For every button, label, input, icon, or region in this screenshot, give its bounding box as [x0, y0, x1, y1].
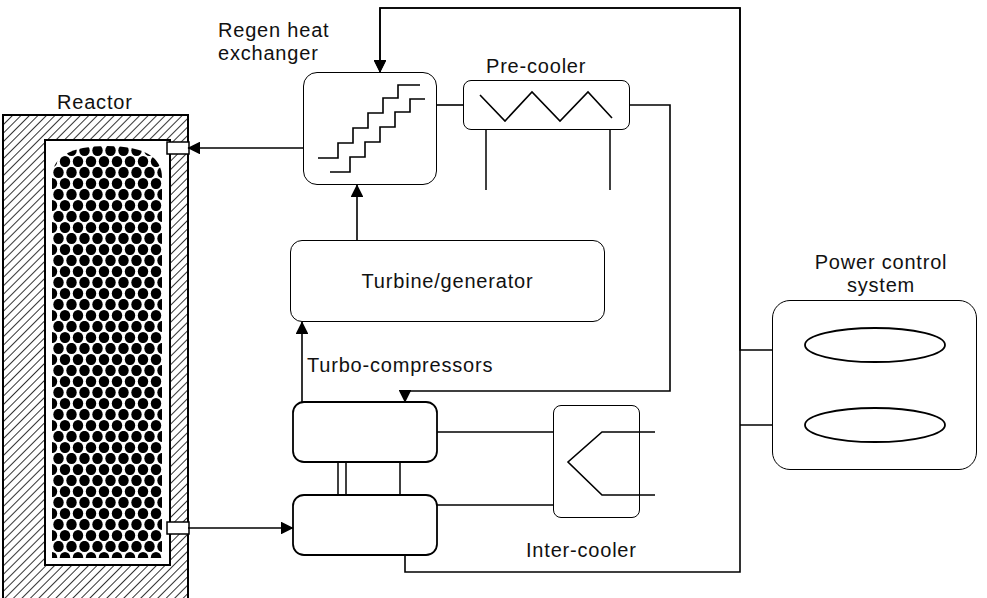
component-box: Pre-cooler — [463, 80, 630, 130]
control-unit — [805, 408, 945, 442]
component-label: Turbo-compressors — [307, 354, 493, 377]
component-box: Power control system — [772, 300, 977, 470]
shaft-line — [399, 462, 401, 495]
reactor-port — [167, 142, 189, 154]
flow-line — [188, 527, 293, 529]
flow-line — [301, 322, 303, 402]
compressor-box — [293, 495, 437, 555]
cooler-coil — [568, 432, 655, 495]
control-unit — [805, 328, 945, 362]
component-label: Regen heat exchanger — [218, 19, 353, 65]
pebble-bed — [52, 146, 162, 558]
component-box: Reactor — [3, 115, 188, 598]
flow-line — [188, 147, 303, 149]
component-label: Reactor — [57, 91, 133, 114]
reactor-cavity — [45, 140, 170, 565]
compressor-box — [293, 402, 437, 462]
shaft-line — [345, 462, 347, 495]
component-name: Turbine/generator — [362, 270, 534, 293]
flow-line — [437, 104, 463, 106]
component-box: Inter-cooler — [553, 405, 640, 518]
flow-line — [356, 185, 358, 240]
component-box: Regen heat exchanger — [303, 72, 437, 185]
cooler-coil — [480, 92, 612, 121]
component-box: Turbo-compressors — [293, 402, 437, 555]
heat-exchanger-tubes — [318, 85, 420, 158]
flow-line — [437, 431, 553, 433]
shaft-line — [337, 462, 339, 495]
reactor-port — [167, 522, 189, 534]
flow-line — [380, 8, 772, 350]
coolant-pipe — [609, 130, 611, 190]
reactor-wall — [3, 115, 188, 598]
heat-exchanger-tubes — [330, 99, 425, 172]
component-label: Pre-cooler — [486, 55, 586, 78]
component-box: Turbine/generator — [290, 240, 605, 322]
flow-line — [437, 504, 553, 506]
component-label: Power control system — [781, 251, 981, 297]
component-label: Inter-cooler — [526, 539, 637, 562]
bypass-stub — [740, 424, 772, 426]
coolant-pipe — [485, 130, 487, 190]
